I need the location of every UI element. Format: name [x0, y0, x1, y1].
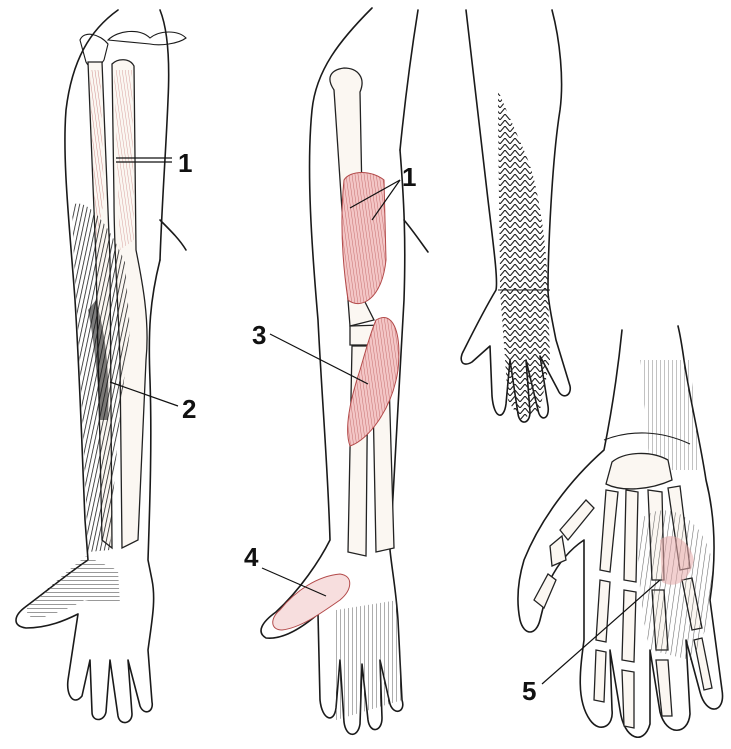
label-5: 5 — [522, 676, 536, 706]
label-1-middle: 1 — [402, 162, 416, 192]
posterior-hatched-strip — [498, 90, 550, 420]
arm-anterior-view — [261, 8, 428, 734]
palm-hatched-region — [638, 510, 712, 660]
label-4: 4 — [244, 542, 259, 572]
label-3: 3 — [252, 320, 266, 350]
arm-posterior-view — [461, 10, 570, 422]
label-1-left: 1 — [178, 148, 192, 178]
label-2: 2 — [182, 394, 196, 424]
hand-skeleton-view — [518, 326, 723, 737]
arm-lateral-view — [16, 10, 186, 723]
